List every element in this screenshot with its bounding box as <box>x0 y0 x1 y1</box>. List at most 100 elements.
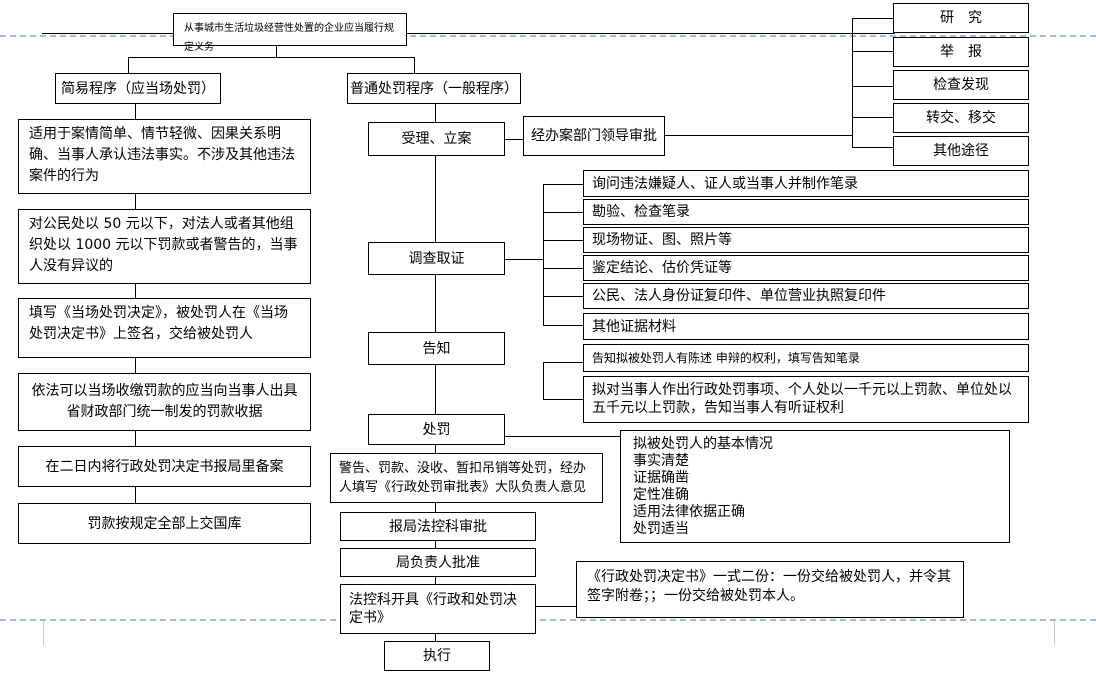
execute-label: 执行 <box>423 648 451 664</box>
connector <box>852 147 893 148</box>
punish-detail: 适用法律依据正确 <box>633 504 745 520</box>
chief-approve-label: 局负责人批准 <box>396 554 480 571</box>
punish-detail: 处罚适当 <box>633 521 689 537</box>
general-procedure-header: 普通处罚程序（一般程序） <box>347 73 521 104</box>
connector <box>42 33 173 34</box>
punish-note-box: 警告、罚款、没收、暂扣吊销等处罚，经办人填写《行政处罚审批表》大队负责人意见 <box>330 453 603 503</box>
connector <box>435 275 436 332</box>
source-label: 其他途径 <box>933 143 989 159</box>
title-box: 从事城市生活垃圾经营性处置的企业应当履行规定义务 <box>173 13 407 53</box>
connector <box>135 193 136 209</box>
evidence-text: 鉴定结论、估价凭证等 <box>592 260 732 276</box>
page-margin-guide-left <box>43 620 44 645</box>
evidence-text: 询问违法嫌疑人、证人或当事人并制作笔录 <box>592 176 858 192</box>
connector <box>407 33 895 34</box>
execute-box: 执行 <box>384 641 490 671</box>
notify-text: 告知拟被处罚人有陈述 申辩的权利，填写告知笔录 <box>592 351 860 365</box>
connector <box>435 156 436 242</box>
evidence-text: 公民、法人身份证复印件、单位营业执照复印件 <box>592 288 886 304</box>
simple-step-threshold: 对公民处以 50 元以下，对法人或者其他组织处以 1000 元以下罚款或者警告的… <box>18 209 311 284</box>
connector <box>135 283 136 298</box>
chief-approve-box: 局负责人批准 <box>340 548 536 577</box>
page-margin-guide-right <box>1054 620 1055 645</box>
connector <box>414 57 415 73</box>
accept-box: 受理、立案 <box>368 122 505 156</box>
punish-note-text: 警告、罚款、没收、暂扣吊销等处罚，经办人填写《行政处罚审批表》大队负责人意见 <box>339 461 587 495</box>
simple-step-scope: 适用于案情简单、情节轻微、因果关系明确、当事人承认违法事实。不涉及其他违法案件的… <box>18 119 311 194</box>
connector <box>543 240 583 241</box>
connector <box>128 57 414 58</box>
evidence-item: 勘验、检查笔录 <box>583 199 1029 225</box>
legal-review-box: 报局法控科审批 <box>340 512 536 541</box>
punish-detail: 证据确凿 <box>633 470 689 486</box>
evidence-item: 现场物证、图、照片等 <box>583 227 1029 253</box>
decision-note-text: 《行政处罚决定书》一式二份：一份交给被处罚人，并令其签字附卷；；一份交给被处罚本… <box>587 569 951 604</box>
connector <box>852 86 893 87</box>
connector <box>543 325 583 326</box>
approval-label: 经办案部门领导审批 <box>531 128 657 144</box>
connector <box>435 633 436 641</box>
punish-details-box: 拟被处罚人的基本情况 事实清楚 证据确凿 定性准确 适用法律依据正确 处罚适当 <box>620 430 1010 543</box>
evidence-item: 询问违法嫌疑人、证人或当事人并制作笔录 <box>583 170 1029 197</box>
connector <box>543 184 544 325</box>
step-text: 适用于案情简单、情节轻微、因果关系明确、当事人承认违法事实。不涉及其他违法案件的… <box>29 126 295 184</box>
page-margin-guide-bottom <box>0 619 1096 621</box>
connector <box>852 18 853 148</box>
connector <box>543 268 583 269</box>
punish-label: 处罚 <box>422 421 451 438</box>
general-procedure-label: 普通处罚程序（一般程序） <box>350 80 518 97</box>
source-label: 检查发现 <box>933 77 989 93</box>
connector <box>665 135 852 136</box>
connector <box>435 445 436 453</box>
simple-step-receipt: 依法可以当场收缴罚款的应当向当事人出具省财政部门统一制发的罚款收据 <box>18 373 311 431</box>
connector <box>135 358 136 373</box>
investigate-box: 调查取证 <box>368 242 505 275</box>
connector <box>505 139 523 140</box>
step-text: 对公民处以 50 元以下，对法人或者其他组织处以 1000 元以下罚款或者警告的… <box>29 216 298 274</box>
approval-box: 经办案部门领导审批 <box>523 116 665 156</box>
punish-box: 处罚 <box>368 414 505 445</box>
connector <box>128 57 129 73</box>
connector <box>852 117 893 118</box>
simple-step-treasury: 罚款按规定全部上交国库 <box>18 503 311 544</box>
punish-detail: 事实清楚 <box>633 453 689 469</box>
connector <box>135 486 136 503</box>
source-box-other: 其他途径 <box>893 136 1029 166</box>
source-box-inspection: 检查发现 <box>893 70 1029 100</box>
source-label: 举 报 <box>940 44 982 60</box>
title-text: 从事城市生活垃圾经营性处置的企业应当履行规定义务 <box>184 23 394 53</box>
page-margin-guide-top <box>0 35 1096 37</box>
punish-detail: 定性准确 <box>633 487 689 503</box>
connector <box>852 18 893 19</box>
connector <box>435 103 436 122</box>
source-label: 转交、移交 <box>926 110 996 126</box>
source-box-report: 举 报 <box>893 37 1029 67</box>
step-text: 在二日内将行政处罚决定书报局里备案 <box>45 458 284 475</box>
connector <box>276 45 277 57</box>
connector <box>543 184 583 185</box>
simple-step-file: 在二日内将行政处罚决定书报局里备案 <box>18 446 311 487</box>
investigate-label: 调查取证 <box>408 250 465 267</box>
notify-label: 告知 <box>422 340 451 357</box>
notify-item-hearing: 拟对当事人作出行政处罚事项、个人处以一千元以上罚款、单位处以五千元以上罚款，告知… <box>583 376 1029 423</box>
connector <box>435 576 436 584</box>
punish-detail: 拟被处罚人的基本情况 <box>633 436 773 452</box>
notify-box: 告知 <box>368 332 505 365</box>
connector <box>543 212 583 213</box>
source-box-transfer: 转交、移交 <box>893 103 1029 133</box>
source-box-research: 研 究 <box>893 3 1029 33</box>
evidence-item: 公民、法人身份证复印件、单位营业执照复印件 <box>583 283 1029 309</box>
simple-procedure-label: 简易程序（应当场处罚） <box>61 80 215 97</box>
connector <box>852 51 893 52</box>
evidence-item: 鉴定结论、估价凭证等 <box>583 255 1029 281</box>
issue-decision-box: 法控科开具《行政和处罚决定书》 <box>340 584 536 634</box>
step-text: 填写《当场处罚决定》，被处罚人在《当场处罚决定书》上签名，交给被处罚人 <box>29 305 288 342</box>
step-text: 罚款按规定全部上交国库 <box>87 515 242 532</box>
simple-procedure-header: 简易程序（应当场处罚） <box>55 73 221 104</box>
step-text: 依法可以当场收缴罚款的应当向当事人出具省财政部门统一制发的罚款收据 <box>31 383 298 420</box>
connector <box>435 365 436 414</box>
connector <box>543 362 583 363</box>
accept-label: 受理、立案 <box>401 131 472 147</box>
source-label: 研 究 <box>940 10 982 26</box>
connector <box>536 606 576 607</box>
